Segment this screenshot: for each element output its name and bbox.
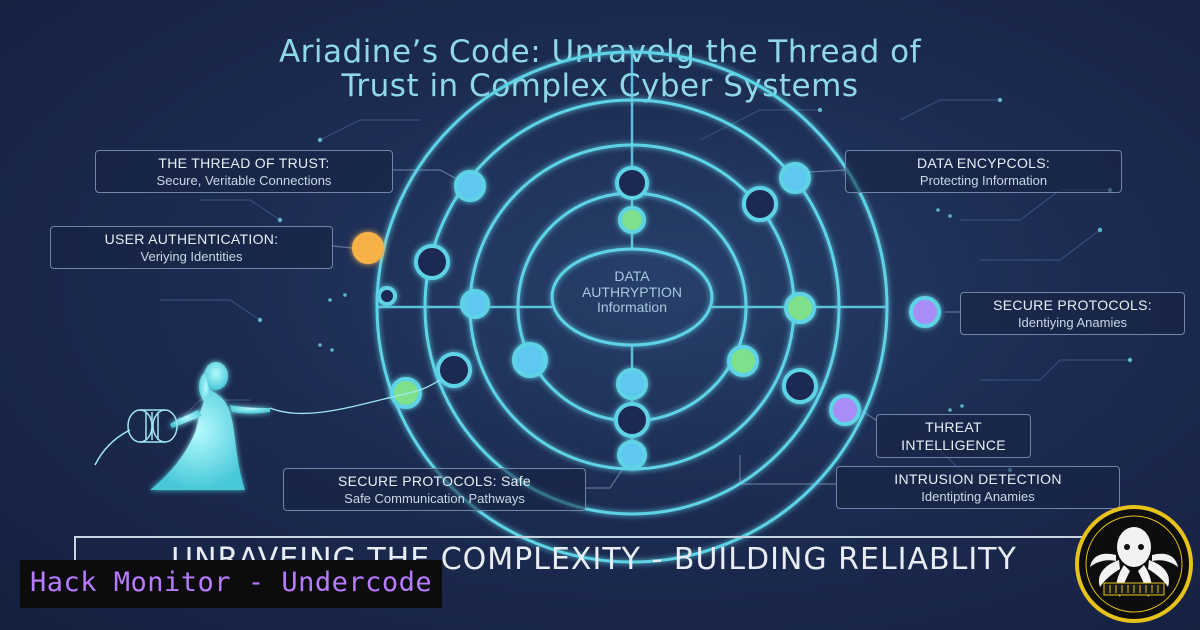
title-line-1: Ariadine’s Code: Unravelg the Thread of	[278, 34, 922, 70]
label-heading: SECURE PROTOCOLS: Safe	[337, 473, 532, 489]
node-right-green	[784, 292, 816, 324]
node-bottom-ring-left	[436, 352, 472, 388]
label-subtext: Identiying Anamies	[1017, 315, 1128, 330]
center-text-line-1: DATA	[614, 268, 650, 284]
label-user-authentication: USER AUTHENTICATION: Veriying Identities	[50, 226, 333, 269]
thread-spool-icon	[94, 409, 178, 466]
label-heading: SECURE PROTOCOLS:	[993, 297, 1152, 313]
label-subtext: Protecting Information	[919, 173, 1048, 188]
label-subtext: INTELLIGENCE	[901, 437, 1006, 453]
node-left-blue	[460, 289, 490, 319]
nodes	[352, 162, 941, 470]
node-left-small	[377, 286, 397, 306]
label-secure-protocols-right: SECURE PROTOCOLS: Identiying Anamies	[960, 292, 1185, 335]
node-topright-blue	[779, 162, 811, 194]
label-data-encypcols: DATA ENCYPCOLS: Protecting Information	[845, 150, 1122, 193]
label-thread-of-trust: THE THREAD OF TRUST: Secure, Veritable C…	[95, 150, 393, 193]
node-top-ring	[615, 166, 649, 200]
connector-user-auth	[332, 245, 353, 249]
label-heading: THE THREAD OF TRUST:	[158, 155, 330, 171]
watermark-text: Hack Monitor - Undercode	[30, 567, 433, 598]
node-top-green	[618, 206, 646, 234]
label-subtext: Identipting Anamies	[921, 489, 1035, 504]
node-bottom-left-green	[390, 377, 422, 409]
node-bottom-green-right	[727, 345, 759, 377]
node-bottom-center-blue	[616, 368, 648, 400]
node-bottom-ring	[614, 402, 650, 438]
node-bottom-ring-right	[782, 368, 818, 404]
circuit-dots	[177, 97, 1133, 473]
label-threat-intelligence: THREAT INTELLIGENCE	[876, 414, 1031, 458]
node-topright-ring	[742, 186, 778, 222]
label-subtext: Veriying Identities	[140, 249, 243, 264]
label-subtext: Secure, Veritable Connections	[156, 173, 332, 188]
label-heading: USER AUTHENTICATION:	[104, 231, 279, 247]
watermark-bar: Hack Monitor - Undercode	[20, 560, 442, 608]
node-center-bottom-blue	[512, 342, 548, 378]
node-topleft-blue	[454, 170, 486, 202]
center-text-line-3: Information	[597, 299, 667, 315]
node-left-ring	[414, 244, 450, 280]
label-heading: INTRUSION DETECTION	[894, 471, 1062, 487]
octopus-logo-icon	[1075, 505, 1193, 623]
node-orange	[352, 232, 384, 264]
title-line-2: Trust in Complex Cyber Systems	[341, 68, 859, 104]
label-heading: THREAT	[925, 419, 982, 435]
node-bottom-blue	[617, 440, 647, 470]
node-right-purple	[909, 296, 941, 328]
node-lower-purple	[829, 394, 861, 426]
ariadne-thread	[269, 379, 441, 415]
label-intrusion-detection: INTRUSION DETECTION Identipting Anamies	[836, 466, 1120, 509]
label-heading: DATA ENCYPCOLS:	[916, 155, 1051, 171]
ariadne-silhouette-icon	[150, 362, 270, 490]
connector-threat	[859, 409, 877, 421]
label-subtext: Safe Communication Pathways	[344, 491, 525, 506]
label-secure-protocols-bottom: SECURE PROTOCOLS: Safe Safe Communicatio…	[283, 468, 586, 511]
center-text-line-2: AUTHRYPTION	[582, 284, 682, 300]
